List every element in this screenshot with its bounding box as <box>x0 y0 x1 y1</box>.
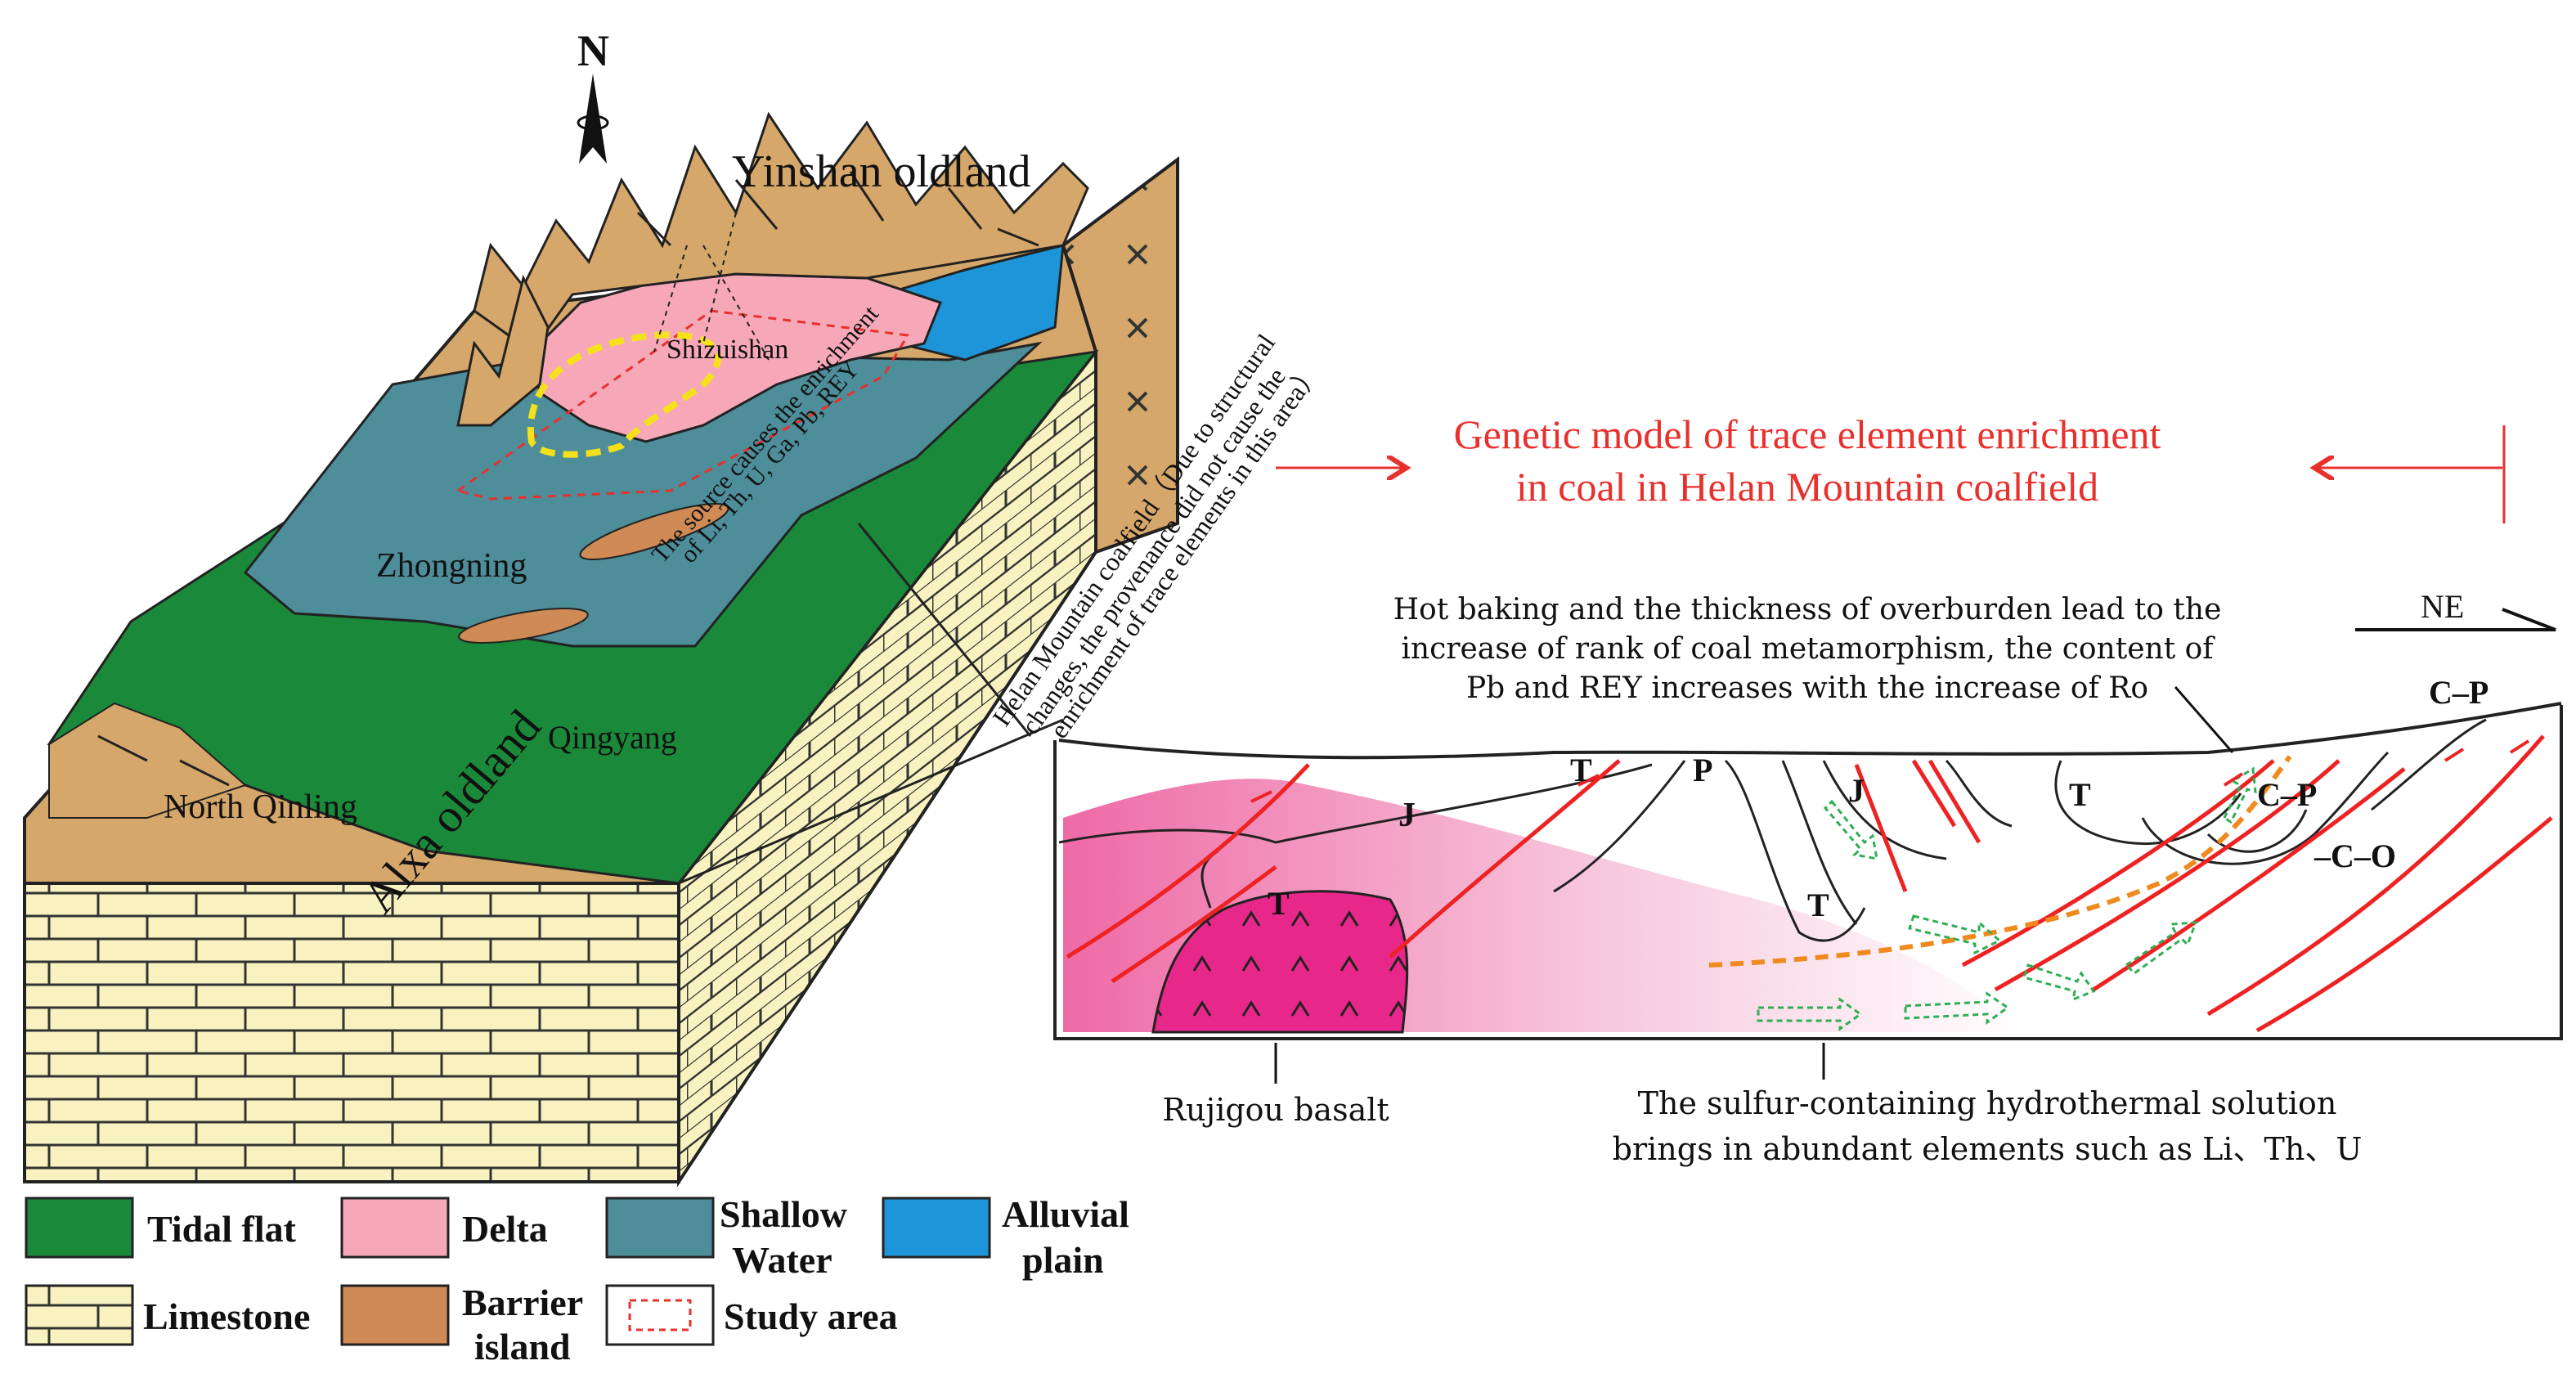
ridge-lines <box>97 171 1039 787</box>
legend-label-study-area: Study area <box>724 1295 898 1337</box>
legend-label-limestone: Limestone <box>143 1295 310 1337</box>
stratum-CP-mid: C–P <box>2257 776 2317 813</box>
yinshan-oldland-mountains <box>473 111 1089 354</box>
legend-swatch-barrier-island <box>340 1284 450 1346</box>
label-qingyang: Qingyang <box>548 719 677 756</box>
fault-motion-arrows <box>1250 739 2530 803</box>
section-top-surface <box>1058 702 2562 760</box>
direction-arrow-icon <box>2355 608 2556 631</box>
label-yinshan-oldland: Yinshan oldland <box>732 146 1031 197</box>
legend-swatch-limestone <box>25 1284 134 1346</box>
basalt-label: Rujigou basalt <box>1162 1092 1389 1128</box>
label-zhongning: Zhongning <box>376 547 527 585</box>
stratum-T-basalt: T <box>1268 885 1290 922</box>
stratum-J-mid: J <box>1848 772 1865 809</box>
legend-label-shallow-2: Water <box>732 1239 832 1281</box>
stratum-boundaries <box>1058 718 2487 942</box>
title-block: Genetic model of trace element enrichmen… <box>1276 411 2506 523</box>
legend-swatch-study-area <box>605 1284 715 1346</box>
hydro-line-1: The sulfur-containing hydrothermal solut… <box>1638 1085 2337 1121</box>
provenance-lines <box>653 212 770 361</box>
legend-swatch-tidal-flat <box>25 1197 134 1259</box>
stratum-P: P <box>1693 752 1712 788</box>
label-shizuishan: Shizuishan <box>666 335 788 365</box>
direction-NE: NE <box>2421 588 2464 625</box>
title-line-1: Genetic model of trace element enrichmen… <box>1454 411 2161 457</box>
north-arrow-icon: N <box>577 26 609 164</box>
legend-swatch-shallow-water <box>605 1197 715 1259</box>
legend-label-alluvial-2: plain <box>1022 1239 1104 1281</box>
stratum-J-left: J <box>1398 797 1416 834</box>
stratum-T-mid: T <box>1807 887 1829 923</box>
label-north-qinling: North Qinling <box>164 788 357 826</box>
legend-label-barrier-2: island <box>474 1326 571 1367</box>
enrichment-zone-outline <box>527 331 721 458</box>
faults <box>1066 734 2553 1033</box>
section-frame <box>1053 705 2563 1040</box>
hot-baking-leader <box>2174 686 2234 753</box>
legend-label-alluvial-1: Alluvial <box>1002 1193 1129 1235</box>
barrier-island <box>579 503 729 560</box>
cross-section: J T P J T T C–P –C–O C–P T NE Hot baking… <box>1053 588 2563 1167</box>
limestone-front-face <box>23 882 680 1183</box>
legend-label-shallow-1: Shallow <box>720 1193 847 1235</box>
stratum-CP-top: C–P <box>2429 674 2488 711</box>
hydro-line-2: brings in abundant elements such as Li、T… <box>1613 1131 2363 1167</box>
hot-baking-line-2: increase of rank of coal metamorphism, t… <box>1401 632 2215 666</box>
section-tie-line <box>678 718 1064 885</box>
legend-label-tidal-flat: Tidal flat <box>147 1208 297 1250</box>
block-diagram: Alxa oldland Yinshan oldland Shizuishan … <box>23 111 1326 1188</box>
legend-swatch-alluvial-plain <box>882 1197 991 1259</box>
hydrothermal-arrows <box>1757 766 2257 1031</box>
section-tie-line <box>857 523 1032 737</box>
legend-label-delta: Delta <box>462 1208 548 1250</box>
barrier-island <box>458 607 589 644</box>
rujigou-basalt-body <box>1151 890 1409 1034</box>
stratum-CO: –C–O <box>2313 837 2396 874</box>
legend: Tidal flat Delta Shallow Water Alluvial … <box>25 1193 1129 1367</box>
legend-swatch-delta <box>340 1197 450 1259</box>
stratum-T-left: T <box>1570 752 1592 788</box>
hot-baking-line-1: Hot baking and the thickness of overburd… <box>1393 593 2222 626</box>
ro-trend-line <box>1708 755 2292 968</box>
north-label: N <box>577 26 609 75</box>
alxa-oldland-mountains <box>456 274 550 427</box>
stratum-T-right: T <box>2069 776 2091 813</box>
hot-baking-line-3: Pb and REY increases with the increase o… <box>1466 671 2148 705</box>
study-area-icon <box>628 1299 692 1331</box>
legend-label-barrier-1: Barrier <box>462 1282 583 1323</box>
title-line-2: in coal in Helan Mountain coalfield <box>1516 464 2098 510</box>
